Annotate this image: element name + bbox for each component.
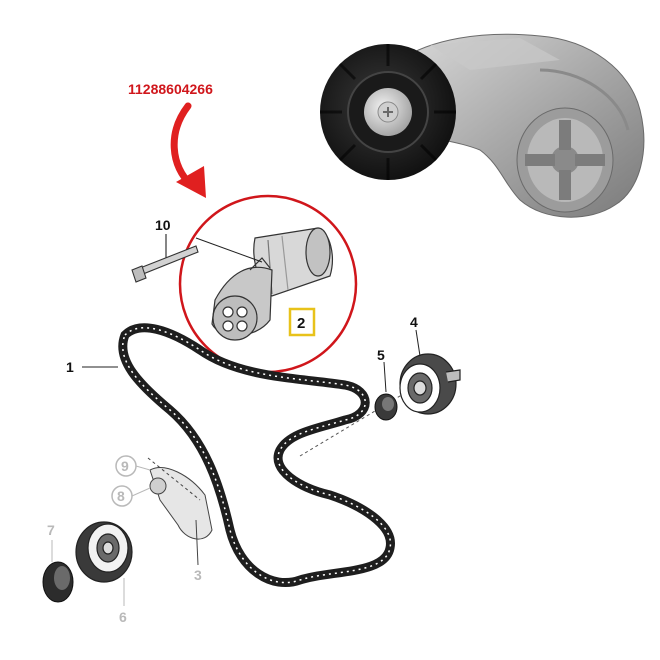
- tensioner-drawing: [195, 227, 333, 341]
- drive-belt-drawing: [118, 323, 395, 588]
- callout-4: 4: [410, 314, 418, 330]
- callout-9: 9: [121, 458, 129, 474]
- callout-6: 6: [119, 609, 127, 625]
- callout-1: 1: [66, 359, 74, 375]
- cover-cap-5: [374, 393, 398, 421]
- callout-8: 8: [117, 488, 125, 504]
- callout-5: 5: [377, 347, 385, 363]
- part-number-label: 11288604266: [128, 81, 213, 97]
- callout-2-box: [288, 307, 316, 337]
- ghost-cap-7: [42, 561, 74, 603]
- pulley-ribs: [320, 44, 456, 180]
- callout-2: 2: [297, 315, 305, 332]
- callout-3: 3: [194, 567, 202, 583]
- callout-10: 10: [155, 217, 171, 233]
- idler-pulley-4: [399, 353, 461, 415]
- leader-4: [415, 329, 421, 357]
- belt-tensioner-photo: [320, 33, 645, 218]
- ghost-pulley-6: [75, 521, 133, 583]
- ghost-bracket-3: [147, 457, 213, 566]
- leader-5: [383, 361, 387, 393]
- red-arrow-icon: [170, 102, 206, 198]
- socket-star-icon: [525, 120, 605, 200]
- callout-7: 7: [47, 522, 55, 538]
- bolt-10: [131, 234, 199, 283]
